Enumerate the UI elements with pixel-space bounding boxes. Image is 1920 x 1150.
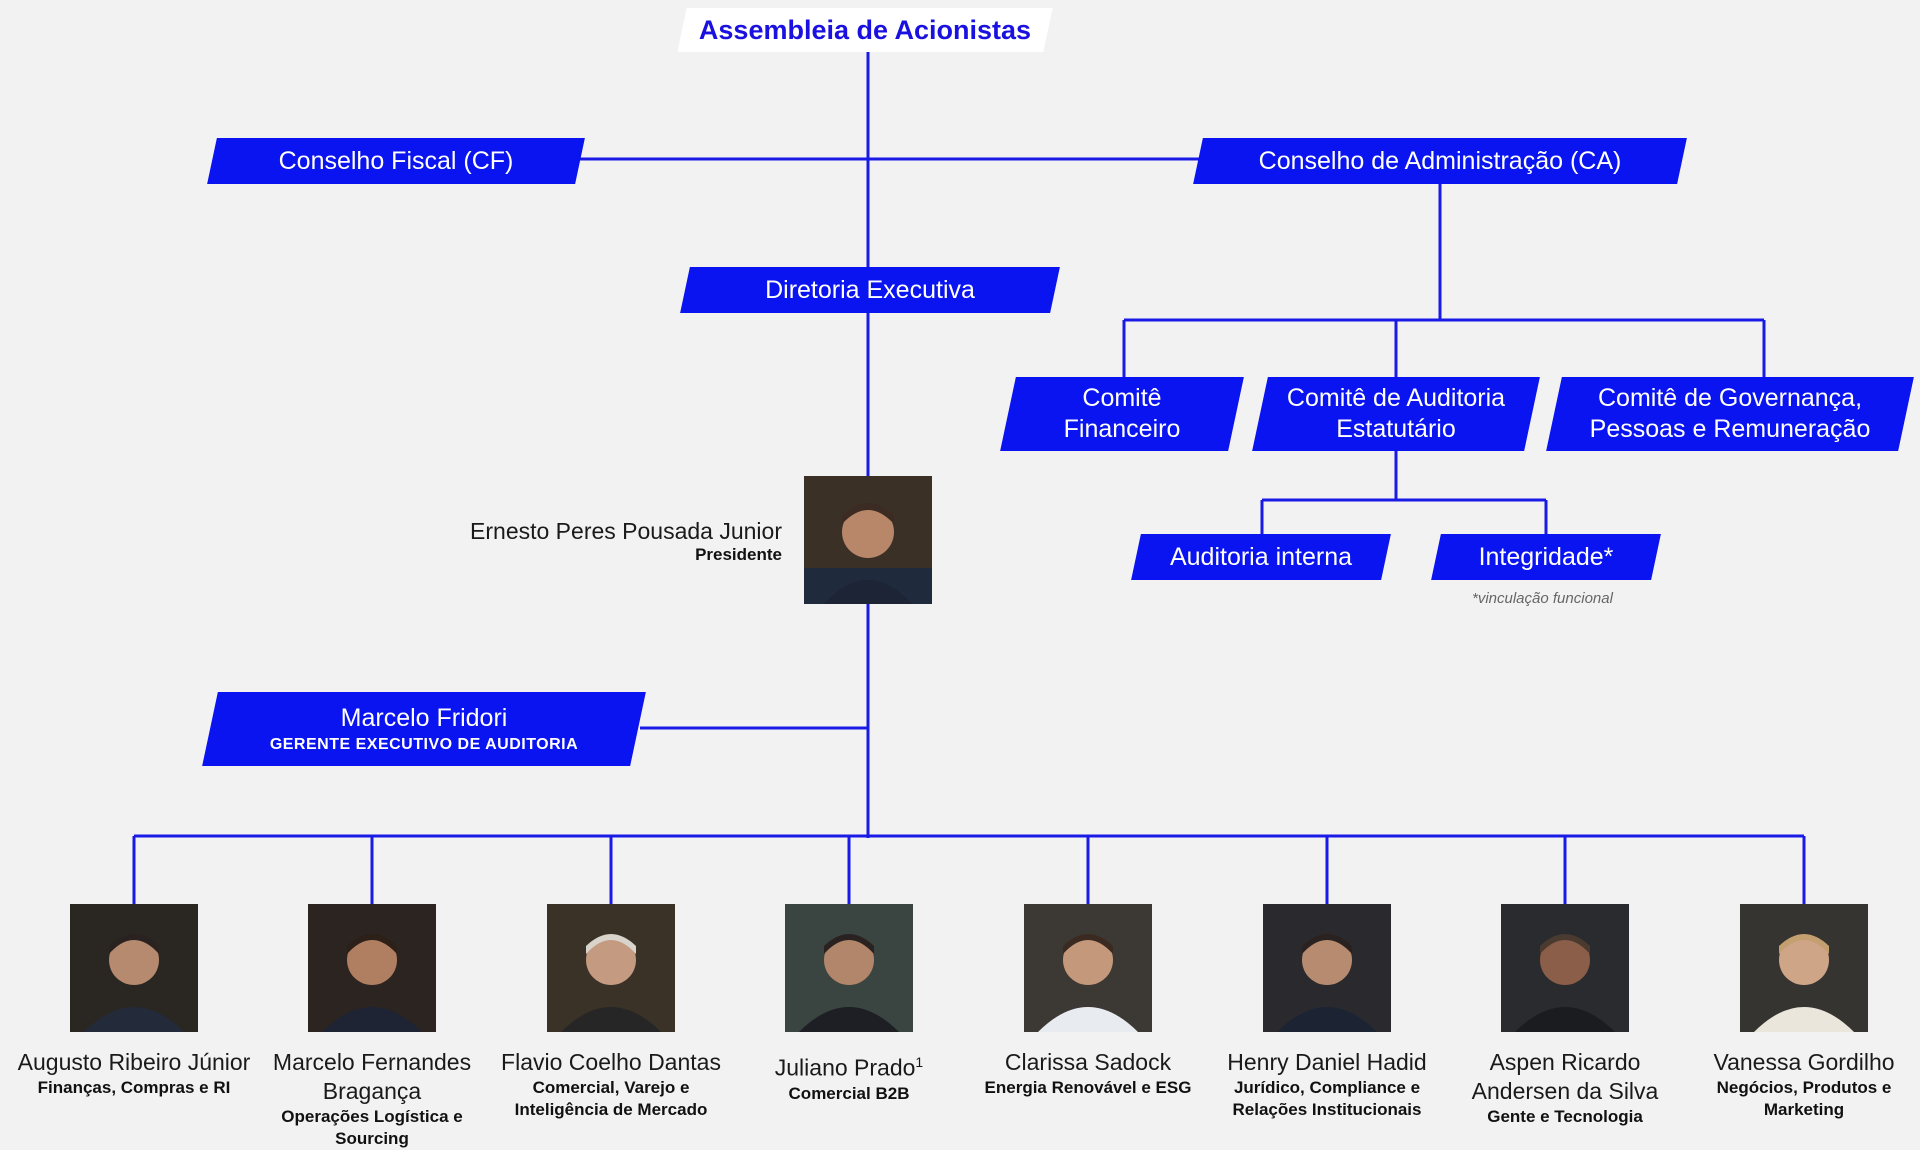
financial-committee-line2: Financeiro — [1063, 415, 1181, 443]
director-role: Jurídico, Compliance e Relações Instituc… — [1232, 1078, 1422, 1119]
director-name: Aspen Ricardo Andersen da Silva — [1471, 1049, 1659, 1104]
director-photo — [1263, 904, 1391, 1032]
director-name: Juliano Prado1 — [774, 1054, 924, 1081]
audit-manager-role: GERENTE EXECUTIVO DE AUDITORIA — [269, 735, 579, 753]
president-role: Presidente — [695, 545, 782, 564]
president-photo — [804, 476, 932, 604]
director-photo — [1740, 904, 1868, 1032]
director-role: Negócios, Produtos e Marketing — [1716, 1078, 1892, 1119]
director-role: Finanças, Compras e RI — [37, 1078, 231, 1097]
director-photo — [1501, 904, 1629, 1032]
director-photo — [308, 904, 436, 1032]
financial-committee-line1: Comitê — [1082, 384, 1162, 412]
fiscal-council-box: Conselho Fiscal (CF) — [212, 138, 580, 184]
audit-manager-box: Marcelo Fridori GERENTE EXECUTIVO DE AUD… — [210, 692, 638, 766]
integrity-note: *vinculação funcional — [1472, 590, 1613, 607]
audit-committee-box: Comitê de Auditoria Estatutário — [1260, 377, 1532, 451]
director-photo — [1024, 904, 1152, 1032]
director-name: Clarissa Sadock — [1004, 1049, 1172, 1075]
governance-committee-box: Comitê de Governança, Pessoas e Remunera… — [1554, 377, 1906, 451]
shareholders-assembly-label: Assembleia de Acionistas — [698, 14, 1032, 45]
director-name: Marcelo Fernandes Bragança — [272, 1049, 472, 1104]
director-photo — [70, 904, 198, 1032]
shareholders-assembly-box: Assembleia de Acionistas — [682, 8, 1048, 52]
financial-committee-box: Comitê Financeiro — [1008, 377, 1236, 451]
executive-board-box: Diretoria Executiva — [685, 267, 1055, 313]
director-role: Energia Renovável e ESG — [984, 1078, 1192, 1097]
integrity-label: Integridade* — [1478, 542, 1614, 571]
audit-committee-line1: Comitê de Auditoria — [1286, 384, 1506, 412]
director-photo — [547, 904, 675, 1032]
president-name-block: Ernesto Peres Pousada Junior Presidente — [470, 517, 782, 565]
governance-committee-line2: Pessoas e Remuneração — [1589, 415, 1871, 443]
internal-audit-box: Auditoria interna — [1136, 534, 1386, 580]
governance-committee-line1: Comitê de Governança, — [1597, 384, 1863, 412]
board-of-directors-box: Conselho de Administração (CA) — [1198, 138, 1682, 184]
integrity-box: Integridade* — [1436, 534, 1656, 580]
audit-manager-name: Marcelo Fridori — [340, 703, 508, 732]
director-role: Comercial, Varejo e Inteligência de Merc… — [514, 1078, 708, 1119]
director-footnote-marker: 1 — [915, 1054, 924, 1070]
director-name: Vanessa Gordilho — [1713, 1049, 1895, 1075]
audit-committee-line2: Estatutário — [1336, 415, 1456, 443]
director-name: Flavio Coelho Dantas — [501, 1049, 721, 1075]
director-role: Gente e Tecnologia — [1487, 1107, 1643, 1126]
internal-audit-label: Auditoria interna — [1169, 542, 1353, 571]
president-name: Ernesto Peres Pousada Junior — [470, 518, 782, 544]
director-name: Augusto Ribeiro Júnior — [17, 1049, 251, 1075]
board-of-directors-label: Conselho de Administração (CA) — [1258, 146, 1622, 175]
director-role: Operações Logística e Sourcing — [281, 1107, 463, 1148]
director-photo — [785, 904, 913, 1032]
director-role: Comercial B2B — [788, 1083, 910, 1103]
director-name: Henry Daniel Hadid — [1227, 1049, 1427, 1075]
fiscal-council-label: Conselho Fiscal (CF) — [278, 146, 514, 175]
executive-board-label: Diretoria Executiva — [765, 275, 975, 304]
